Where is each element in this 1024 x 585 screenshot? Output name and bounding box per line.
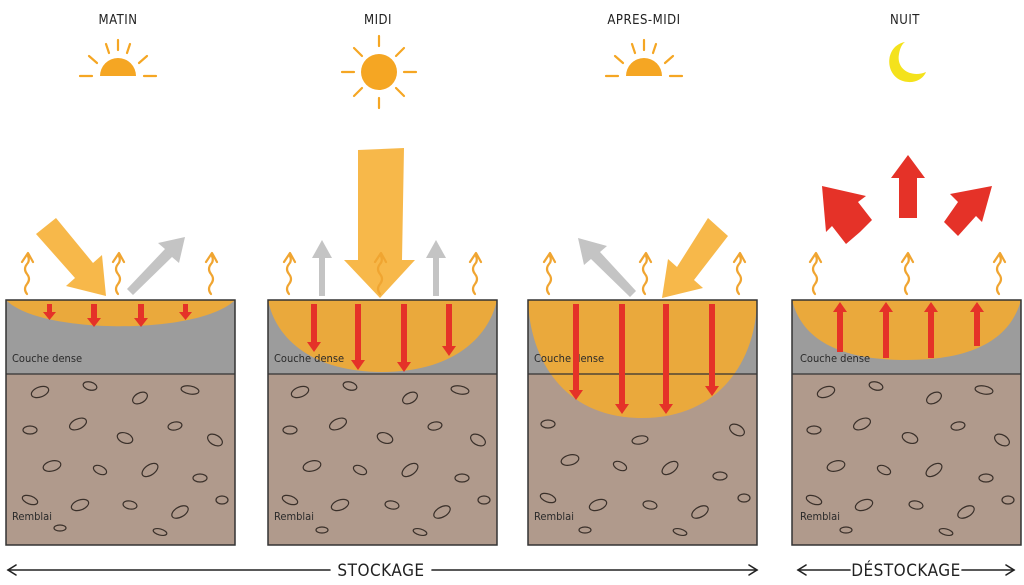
convection-wavy-arrows xyxy=(542,251,747,296)
heat-zone xyxy=(6,300,235,327)
fill-layer-label: Remblai xyxy=(274,510,314,523)
heat-zone xyxy=(268,300,497,372)
release-label: DÉSTOCKAGE xyxy=(851,559,961,581)
gravel-stones xyxy=(281,381,491,537)
phase-title-matin: MATIN xyxy=(99,13,138,28)
fill-layer xyxy=(6,374,235,545)
reflected-radiation-arrow xyxy=(312,240,446,296)
dense-layer-label: Couche dense xyxy=(534,352,604,365)
reflected-radiation-arrow xyxy=(127,237,185,295)
convection-wavy-arrows xyxy=(282,251,483,296)
upward-conduction-arrows xyxy=(833,302,984,358)
phase-title-apres-midi: APRES-MIDI xyxy=(607,13,680,28)
sun-icon xyxy=(340,34,418,110)
gravel-stones xyxy=(21,381,229,537)
heat-zone xyxy=(792,300,1021,360)
panel-nuit: Couche dense Remblai xyxy=(791,155,1022,546)
fill-layer xyxy=(792,374,1021,545)
phase-title-midi: MIDI xyxy=(364,13,392,28)
phase-title-nuit: NUIT xyxy=(890,13,920,28)
dense-layer-label: Couche dense xyxy=(12,352,82,365)
dense-layer-label: Couche dense xyxy=(274,352,344,365)
conduction-arrows xyxy=(569,304,719,414)
gravel-stones xyxy=(539,419,751,537)
rising-sun-icon xyxy=(78,38,158,78)
solar-radiation-arrow xyxy=(36,218,106,296)
dense-layer-label: Couche dense xyxy=(800,352,870,365)
outgoing-radiation-arrows xyxy=(822,155,992,244)
panel-midi: Couche dense Remblai xyxy=(267,148,498,546)
storage-label: STOCKAGE xyxy=(337,561,424,581)
heat-zone xyxy=(528,300,757,418)
crescent-moon-icon xyxy=(889,42,926,83)
gravel-stones xyxy=(805,381,1015,537)
fill-layer-label: Remblai xyxy=(12,510,52,523)
panel-matin: Couche dense Remblai xyxy=(5,218,236,546)
release-timeline xyxy=(796,564,1016,576)
storage-timeline xyxy=(6,564,759,576)
solar-radiation-arrow xyxy=(344,148,415,298)
convection-wavy-arrows xyxy=(20,251,219,296)
fill-layer-label: Remblai xyxy=(800,510,840,523)
fill-layer xyxy=(268,374,497,545)
phase-titles: MATIN MIDI APRES-MIDI NUIT xyxy=(99,13,920,28)
solar-radiation-arrow xyxy=(662,218,728,298)
conduction-arrows xyxy=(307,304,456,372)
setting-sun-icon xyxy=(604,38,684,78)
reflected-radiation-arrow xyxy=(578,238,636,297)
fill-layer-label: Remblai xyxy=(534,510,574,523)
conduction-arrows xyxy=(43,304,192,327)
panel-apres-midi: Couche dense Remblai xyxy=(527,218,758,546)
convection-wavy-arrows xyxy=(808,251,1007,296)
